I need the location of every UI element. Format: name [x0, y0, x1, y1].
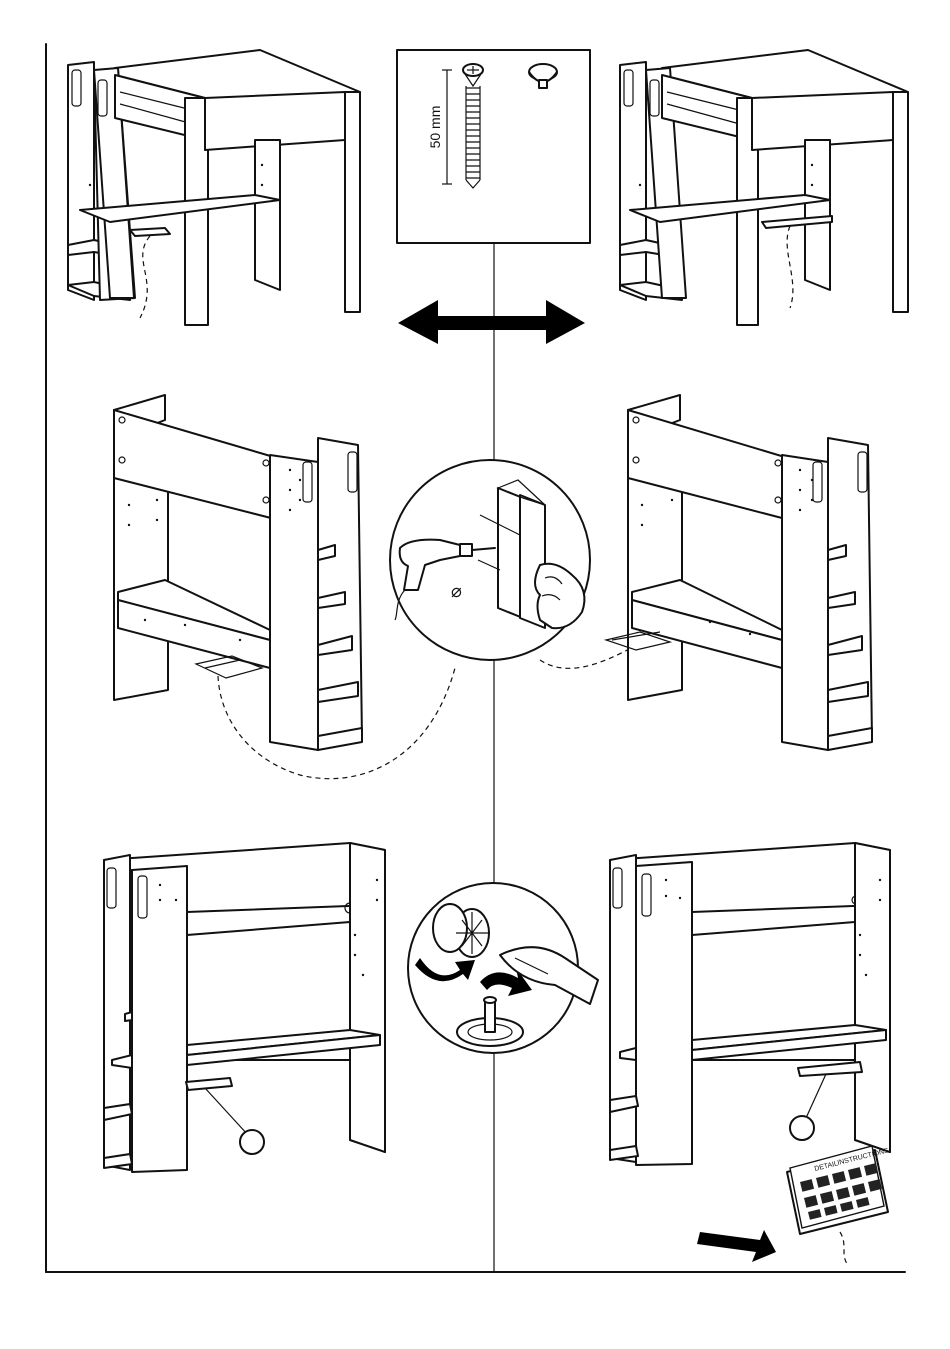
drill-diameter-symbol: ⌀: [451, 581, 462, 601]
step-loft-bed-left: [68, 50, 360, 325]
wall-plug-icon: [433, 904, 490, 957]
step-loft-bed-right: [620, 50, 908, 325]
step-shelf-unit-right: DETAIL INSTRUCTIONS: [610, 843, 890, 1265]
swap-double-arrow-icon: [398, 300, 585, 344]
cap-detail-circle: [408, 883, 598, 1053]
instruction-sheet-icon: DETAIL INSTRUCTIONS: [787, 1146, 890, 1234]
screw-detail-box: 50 mm: [397, 50, 590, 243]
screw-length-label: 50 mm: [427, 106, 443, 149]
next-page-arrow-icon: [697, 1230, 776, 1262]
step-desk-unit-right: [606, 395, 872, 750]
screw-icon: [463, 64, 483, 188]
step-shelf-unit-left: [104, 843, 385, 1172]
drill-detail-circle: ⌀: [390, 460, 642, 668]
cover-cap-icon: [529, 64, 557, 88]
